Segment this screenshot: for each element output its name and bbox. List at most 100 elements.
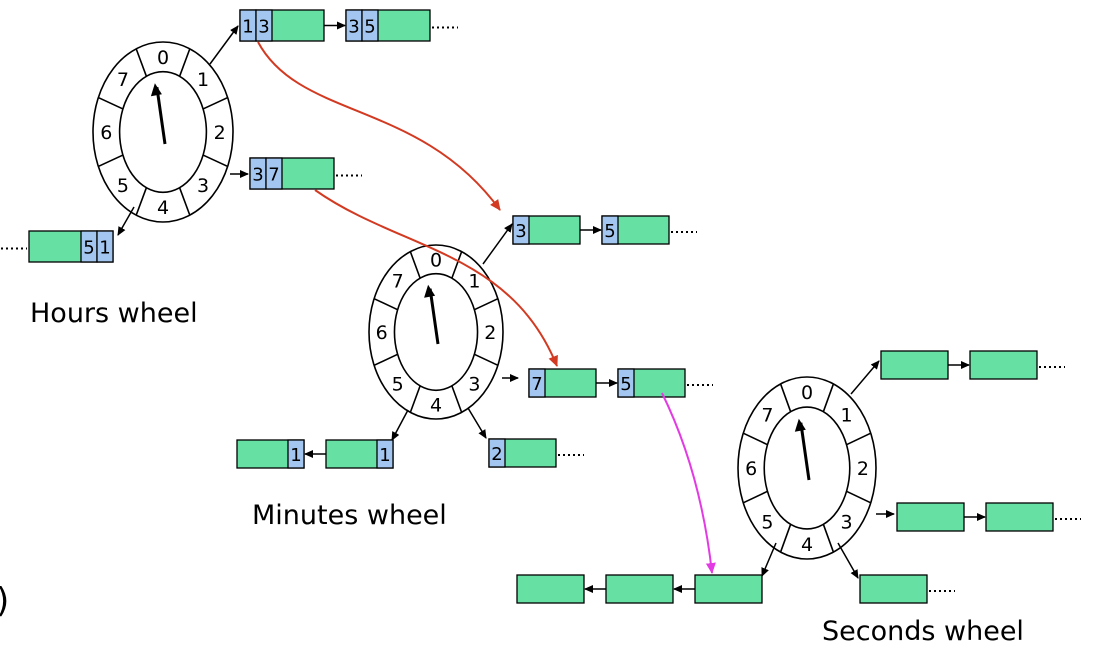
hours-slot-label: 5 [117, 175, 129, 197]
labels-layer: Hours wheel Minutes wheel Seconds wheel … [0, 298, 1024, 647]
hours-slot-label: 7 [117, 69, 129, 91]
node-tag-label: 3 [252, 165, 263, 186]
node-tag-cell [287, 439, 305, 469]
node-tag-cell [488, 438, 506, 468]
list-node [985, 502, 1054, 532]
hours-spoke [135, 48, 148, 77]
list-node [969, 350, 1038, 380]
hours-slot-label: 2 [214, 122, 226, 144]
node-tag-cell [617, 368, 635, 398]
seconds-spoke [846, 432, 872, 446]
seconds-slot-label: 0 [801, 382, 813, 404]
list-node [880, 350, 949, 380]
minutes-slot1-link [482, 223, 513, 265]
minutes-slot4-list: 2 [488, 438, 584, 468]
minutes-hand [428, 288, 440, 345]
edge-glyph: ) [0, 581, 9, 621]
hours-spoke [135, 187, 148, 216]
seconds-slot-label: 2 [857, 458, 869, 480]
seconds-slot-label: 4 [801, 534, 813, 556]
hours-spoke [97, 96, 124, 110]
seconds-slot4-list [859, 574, 955, 604]
node-tag-cell [96, 230, 114, 263]
minutes-slot-label: 3 [468, 373, 480, 395]
seconds-wheel: 0 1 2 3 4 5 6 7 [737, 376, 877, 560]
seconds-slot-label: 5 [761, 512, 773, 534]
hours-slot-label: 4 [157, 197, 169, 219]
minutes-spoke [373, 353, 398, 367]
minutes-slot-label: 4 [430, 395, 442, 417]
minutes-spoke [409, 251, 421, 279]
node-tag-cell [512, 215, 530, 245]
minutes-slot-label: 1 [468, 271, 480, 293]
list-node [896, 502, 965, 532]
hours-wheel: 0 1 2 3 4 5 6 7 [92, 41, 234, 223]
seconds-slot-label: 3 [840, 512, 852, 534]
minutes-wheel-label: Minutes wheel [252, 500, 447, 531]
hours-hand [155, 87, 167, 145]
hours-slot-label: 6 [100, 122, 112, 144]
node-tag-cell [361, 9, 379, 42]
minutes-slot-label: 5 [392, 373, 404, 395]
list-node [859, 574, 928, 604]
node-tag-cell [255, 9, 273, 42]
list-node [605, 574, 674, 604]
minutes-slot5-link [391, 409, 409, 441]
seconds-slot-label: 6 [745, 458, 757, 480]
seconds-slot-label: 7 [761, 404, 773, 426]
minutes-spoke [373, 297, 398, 311]
seconds-slot1-link [850, 360, 880, 395]
seconds-hand [799, 422, 811, 481]
seconds-slot5-link [761, 542, 777, 577]
node-tag-label: 3 [348, 17, 359, 38]
minutes-spoke [451, 251, 463, 279]
seconds-slot1-list [880, 350, 1065, 380]
hours-spoke [202, 154, 229, 168]
minutes-slot5-list: 11 [236, 439, 394, 469]
seconds-slot4-link [837, 542, 859, 579]
cascade-arrow-minutes-to-seconds [661, 392, 716, 574]
minutes-spoke [451, 385, 463, 413]
hours-slot-label: 0 [157, 47, 169, 69]
node-tag-cell [265, 157, 283, 190]
links-layer [117, 25, 895, 579]
seconds-spoke [846, 490, 872, 504]
node-tag-label: 5 [364, 17, 375, 38]
minutes-slot-label: 2 [484, 322, 496, 344]
node-tag-label: 5 [83, 238, 94, 259]
hours-wheel-label: Hours wheel [30, 298, 198, 329]
hours-slot5-link [117, 206, 135, 236]
seconds-spoke [742, 432, 768, 446]
minutes-slot-label: 6 [376, 322, 388, 344]
minutes-spoke [409, 385, 421, 413]
cross-arrows-layer [257, 41, 716, 574]
node-tag-cell [528, 368, 546, 398]
seconds-slot-label: 1 [840, 404, 852, 426]
cascade-arrow-hours-to-minutes-2 [314, 189, 558, 367]
minutes-slot4-link [467, 407, 487, 439]
hours-slot-label: 3 [197, 175, 209, 197]
minutes-hand-tip [424, 284, 436, 298]
seconds-spoke [822, 383, 835, 412]
hours-spoke [178, 48, 191, 77]
node-tag-label: 5 [620, 374, 631, 395]
node-tag-label: 1 [290, 445, 301, 466]
list-node [694, 574, 763, 604]
seconds-hand-tip [794, 418, 806, 432]
node-tag-label: 3 [258, 17, 269, 38]
seconds-spoke [822, 524, 835, 553]
node-tag-label: 5 [604, 221, 615, 242]
minutes-slot-label: 0 [430, 249, 442, 271]
cascade-arrow-hours-to-minutes-1 [257, 41, 501, 211]
hours-spoke [202, 96, 229, 110]
node-tag-label: 3 [515, 221, 526, 242]
node-tag-label: 7 [268, 165, 279, 186]
hours-slot-label: 1 [197, 69, 209, 91]
